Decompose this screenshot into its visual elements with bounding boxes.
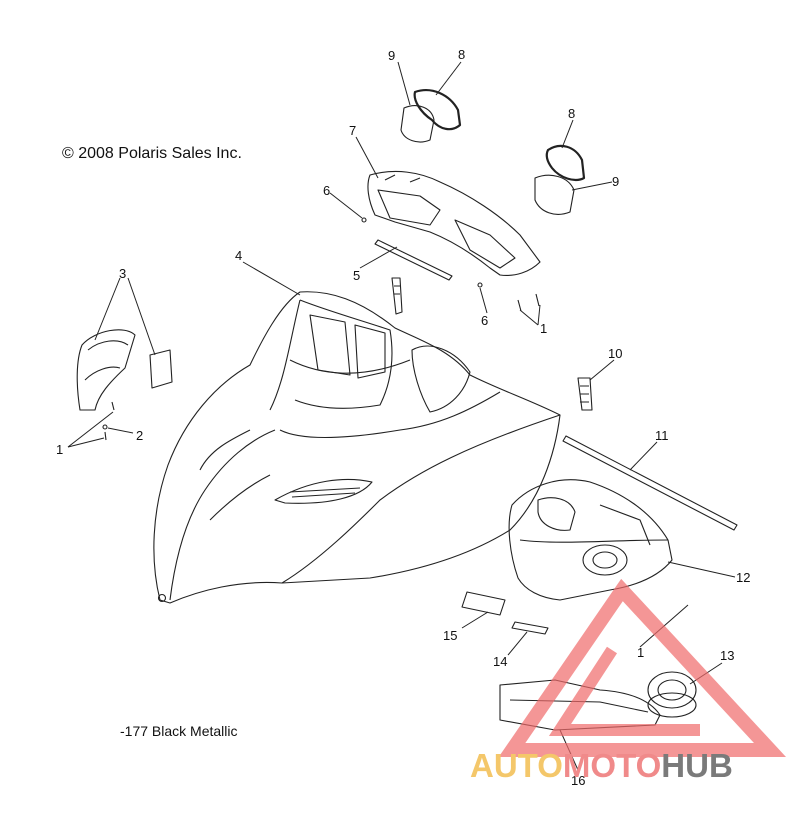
color-note: -177 Black Metallic [120, 723, 238, 739]
callout-8a: 8 [458, 47, 465, 62]
part-lens-right [534, 174, 575, 215]
callout-6b: 6 [481, 313, 488, 328]
logo-part-auto: AUTO [470, 747, 563, 784]
part-side-panel [76, 329, 136, 411]
callout-9b: 9 [612, 174, 619, 189]
part-decal-15 [461, 591, 506, 616]
callout-7: 7 [349, 123, 356, 138]
part-bezel-left [413, 89, 462, 131]
part-fastener-6a [361, 217, 367, 223]
part-dash-panel [367, 170, 541, 276]
copyright-text: © 2008 Polaris Sales Inc. [62, 145, 242, 162]
part-hood [153, 291, 561, 604]
callout-2: 2 [136, 428, 143, 443]
logo-part-moto: MOTO [562, 747, 662, 784]
part-bracket-10 [577, 377, 593, 411]
callout-1c: 1 [637, 645, 644, 660]
part-decal-3 [149, 349, 173, 389]
callout-11: 11 [655, 428, 669, 443]
callout-8b: 8 [568, 106, 575, 121]
callout-1a: 1 [540, 321, 547, 336]
part-lens-left [400, 105, 435, 143]
callout-1b: 1 [56, 442, 63, 457]
part-bracket-center [391, 277, 403, 315]
watermark-triangle [498, 578, 787, 757]
callout-16: 16 [571, 773, 585, 788]
callout-4: 4 [235, 248, 242, 263]
callout-labels: 9 8 7 8 9 6 4 5 3 6 1 10 2 1 11 12 15 1 … [56, 47, 750, 788]
callout-5: 5 [353, 268, 360, 283]
callout-3: 3 [119, 266, 126, 281]
callout-13: 13 [720, 648, 734, 663]
callout-12: 12 [736, 570, 750, 585]
part-fastener-2 [102, 424, 108, 430]
callout-15: 15 [443, 628, 457, 643]
part-storage-tub [508, 479, 673, 601]
part-strip-11 [562, 435, 738, 531]
callout-9a: 9 [388, 48, 395, 63]
watermark-logo: AUTOMOTOHUB [470, 747, 733, 785]
part-fastener-1a [104, 401, 115, 441]
part-cup [647, 671, 697, 718]
part-clip-pair-1 [517, 293, 540, 312]
callout-6a: 6 [323, 183, 330, 198]
callout-14: 14 [493, 654, 507, 669]
part-bezel-right [545, 144, 586, 182]
part-decal-14 [511, 621, 549, 635]
logo-part-hub: HUB [661, 747, 733, 784]
part-fastener-6b [477, 282, 483, 288]
leader-lines [67, 61, 736, 771]
callout-10: 10 [608, 346, 622, 361]
part-strip-5 [374, 239, 453, 281]
